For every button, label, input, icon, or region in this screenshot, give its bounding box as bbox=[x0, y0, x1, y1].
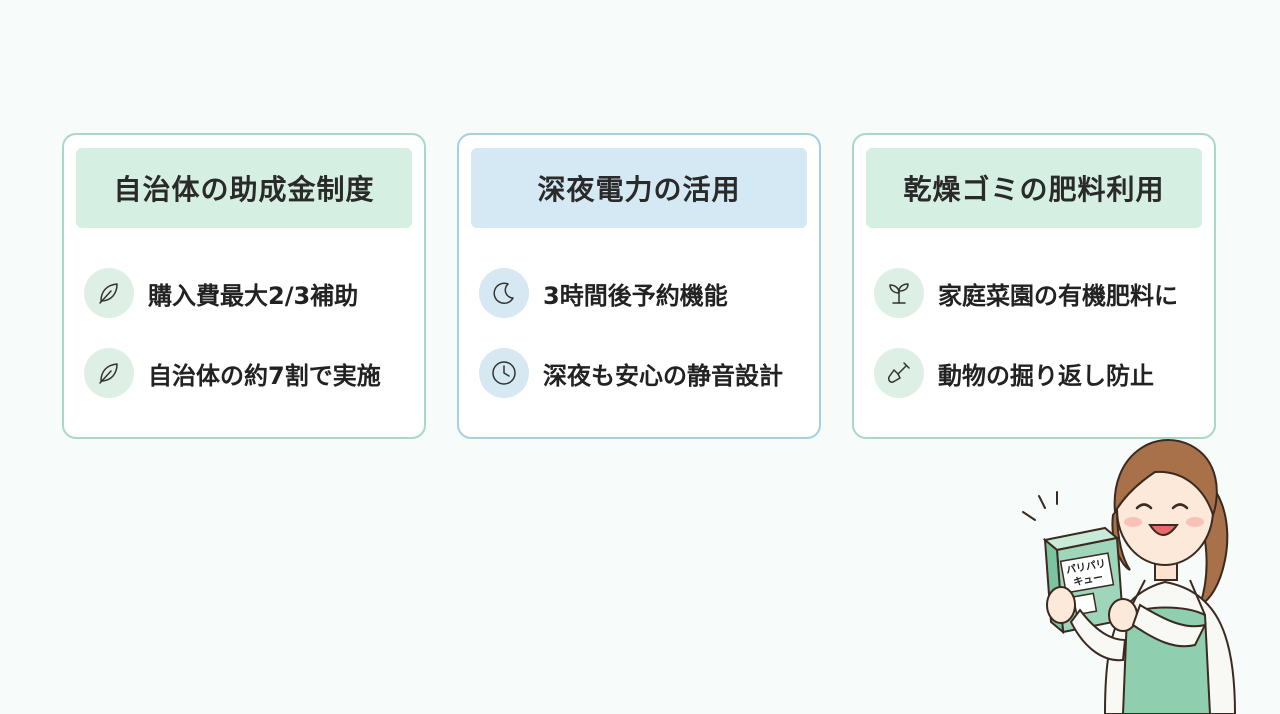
card-title: 自治体の助成金制度 bbox=[76, 148, 412, 228]
sprout-icon bbox=[874, 268, 924, 318]
list-item: 購入費最大2/3補助 bbox=[84, 267, 414, 319]
box-label-line2: キュー bbox=[1072, 571, 1104, 588]
list-item: 3時間後予約機能 bbox=[479, 267, 809, 319]
list-item: 動物の掘り返し防止 bbox=[874, 347, 1204, 399]
card-night-power: 深夜電力の活用 3時間後予約機能 深夜も安心の静音設計 bbox=[457, 133, 821, 439]
list-item: 深夜も安心の静音設計 bbox=[479, 347, 809, 399]
item-text: 家庭菜園の有機肥料に bbox=[938, 281, 1178, 310]
moon-icon bbox=[479, 268, 529, 318]
item-text: 購入費最大2/3補助 bbox=[148, 281, 359, 310]
item-text: 動物の掘り返し防止 bbox=[938, 361, 1154, 390]
mascot-illustration: パリパリ キュー bbox=[1022, 439, 1237, 714]
item-text: 自治体の約7割で実施 bbox=[148, 361, 381, 390]
clock-icon bbox=[479, 348, 529, 398]
leaf-icon bbox=[84, 268, 134, 318]
card-fertilizer: 乾燥ゴミの肥料利用 家庭菜園の有機肥料に 動物の掘り返し防止 bbox=[852, 133, 1216, 439]
card-subsidy: 自治体の助成金制度 購入費最大2/3補助 自治体の約7割で実施 bbox=[62, 133, 426, 439]
item-text: 深夜も安心の静音設計 bbox=[543, 361, 783, 390]
list-item: 自治体の約7割で実施 bbox=[84, 347, 414, 399]
shovel-icon bbox=[874, 348, 924, 398]
card-title: 乾燥ゴミの肥料利用 bbox=[866, 148, 1202, 228]
leaf-icon bbox=[84, 348, 134, 398]
card-title: 深夜電力の活用 bbox=[471, 148, 807, 228]
item-text: 3時間後予約機能 bbox=[543, 281, 728, 310]
list-item: 家庭菜園の有機肥料に bbox=[874, 267, 1204, 319]
